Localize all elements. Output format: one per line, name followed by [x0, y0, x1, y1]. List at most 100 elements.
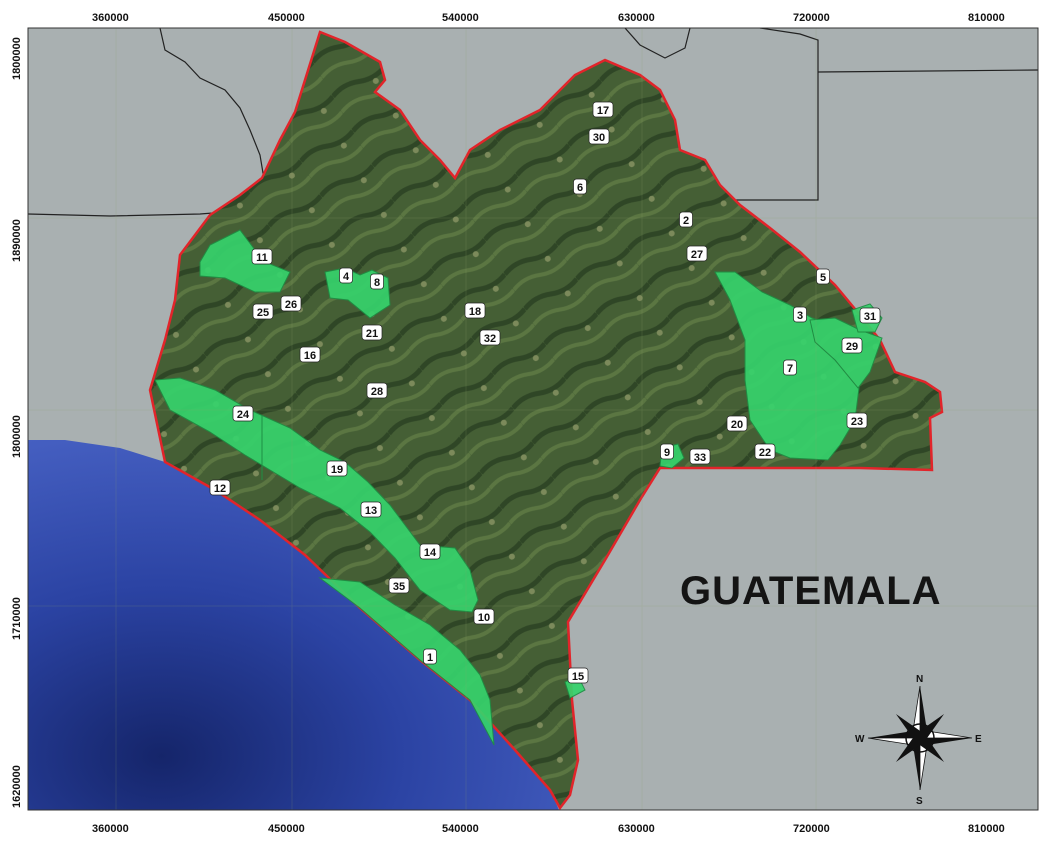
compass-south-label: S — [916, 796, 923, 807]
area-label-box — [841, 337, 863, 354]
x-tick-top: 360000 — [92, 12, 129, 24]
area-label-box — [588, 128, 610, 145]
area-label-box — [479, 329, 501, 346]
area-label-box — [339, 267, 353, 284]
area-label-box — [326, 460, 348, 477]
compass-rose-icon: N S E W — [855, 674, 982, 807]
y-tick: 1800000 — [11, 37, 23, 80]
area-label: 32 — [484, 333, 496, 345]
area-label: 21 — [366, 328, 378, 340]
area-label: 22 — [759, 447, 771, 459]
area-label-box — [726, 415, 748, 432]
x-tick-bottom: 810000 — [968, 823, 1005, 835]
area-label: 14 — [424, 547, 437, 559]
area-label-box — [423, 648, 437, 665]
area-label-box — [299, 346, 321, 363]
area-label: 27 — [691, 249, 703, 261]
area-label: 33 — [694, 452, 706, 464]
area-label-box — [280, 295, 302, 312]
area-label-box — [859, 307, 881, 324]
area-label-box — [361, 324, 383, 341]
map-border — [27, 27, 1039, 811]
area-label-box — [573, 178, 587, 195]
area-label-box — [473, 608, 495, 625]
area-label-box — [793, 306, 807, 323]
y-tick: 1620000 — [11, 765, 23, 808]
compass-east-label: E — [975, 734, 982, 745]
area-label: 29 — [846, 341, 858, 353]
x-tick-top: 450000 — [268, 12, 305, 24]
border-line — [730, 28, 819, 201]
border-line — [817, 69, 1038, 73]
area-label: 30 — [593, 132, 605, 144]
x-tick-bottom: 720000 — [793, 823, 830, 835]
x-tick-bottom: 450000 — [268, 823, 305, 835]
area-label: 31 — [864, 311, 876, 323]
x-tick-bottom: 540000 — [442, 823, 479, 835]
area-label: 16 — [304, 350, 316, 362]
area-label: 10 — [478, 612, 490, 624]
area-label: 8 — [374, 277, 380, 289]
area-label-box — [232, 405, 254, 422]
area-label: 9 — [664, 447, 670, 459]
area-label: 19 — [331, 464, 343, 476]
x-tick-top: 810000 — [968, 12, 1005, 24]
area-label: 23 — [851, 416, 863, 428]
area-label: 25 — [257, 307, 269, 319]
x-tick-top: 630000 — [618, 12, 655, 24]
area-label-box — [419, 543, 441, 560]
area-label: 18 — [469, 306, 481, 318]
border-line — [159, 28, 266, 186]
area-label: 7 — [787, 363, 793, 375]
area-label-box — [366, 382, 388, 399]
compass-west-label: W — [855, 734, 865, 745]
state-chiapas — [148, 30, 944, 810]
graticule — [28, 28, 1038, 810]
compass-north-label: N — [916, 674, 923, 685]
area-label: 11 — [256, 252, 268, 264]
area-label: 24 — [237, 409, 250, 421]
y-tick: 1890000 — [11, 219, 23, 262]
area-label: 13 — [365, 505, 377, 517]
area-label: 35 — [393, 581, 405, 593]
border-line — [624, 28, 691, 59]
area-label-box — [388, 577, 410, 594]
area-label: 20 — [731, 419, 743, 431]
area-label-box — [679, 211, 693, 228]
area-label-box — [783, 359, 797, 376]
y-tick: 1800000 — [11, 415, 23, 458]
area-label: 17 — [597, 105, 609, 117]
area-label-box — [251, 248, 273, 265]
area-label: 15 — [572, 671, 584, 683]
x-tick-bottom: 630000 — [618, 823, 655, 835]
area-label-box — [846, 412, 868, 429]
area-label-box — [660, 443, 674, 460]
x-tick-bottom: 360000 — [92, 823, 129, 835]
y-tick: 1710000 — [11, 597, 23, 640]
area-label-box — [567, 667, 589, 684]
area-label-box — [464, 302, 486, 319]
area-label: 5 — [820, 272, 826, 284]
pacific-ocean — [28, 440, 560, 810]
area-label: 26 — [285, 299, 297, 311]
area-label-box — [370, 273, 384, 290]
area-label-box — [816, 268, 830, 285]
x-tick-top: 720000 — [793, 12, 830, 24]
area-label: 28 — [371, 386, 383, 398]
area-label: 3 — [797, 310, 803, 322]
area-label: 2 — [683, 215, 689, 227]
area-label-box — [592, 101, 614, 118]
area-label-box — [209, 479, 231, 496]
area-label: 6 — [577, 182, 583, 194]
area-label-box — [686, 245, 708, 262]
area-label-box — [689, 448, 711, 465]
area-label: 4 — [343, 271, 350, 283]
country-label: GUATEMALA — [680, 569, 942, 613]
area-label: 1 — [427, 652, 433, 664]
x-tick-top: 540000 — [442, 12, 479, 24]
area-label-box — [252, 303, 274, 320]
area-label-box — [754, 443, 776, 460]
